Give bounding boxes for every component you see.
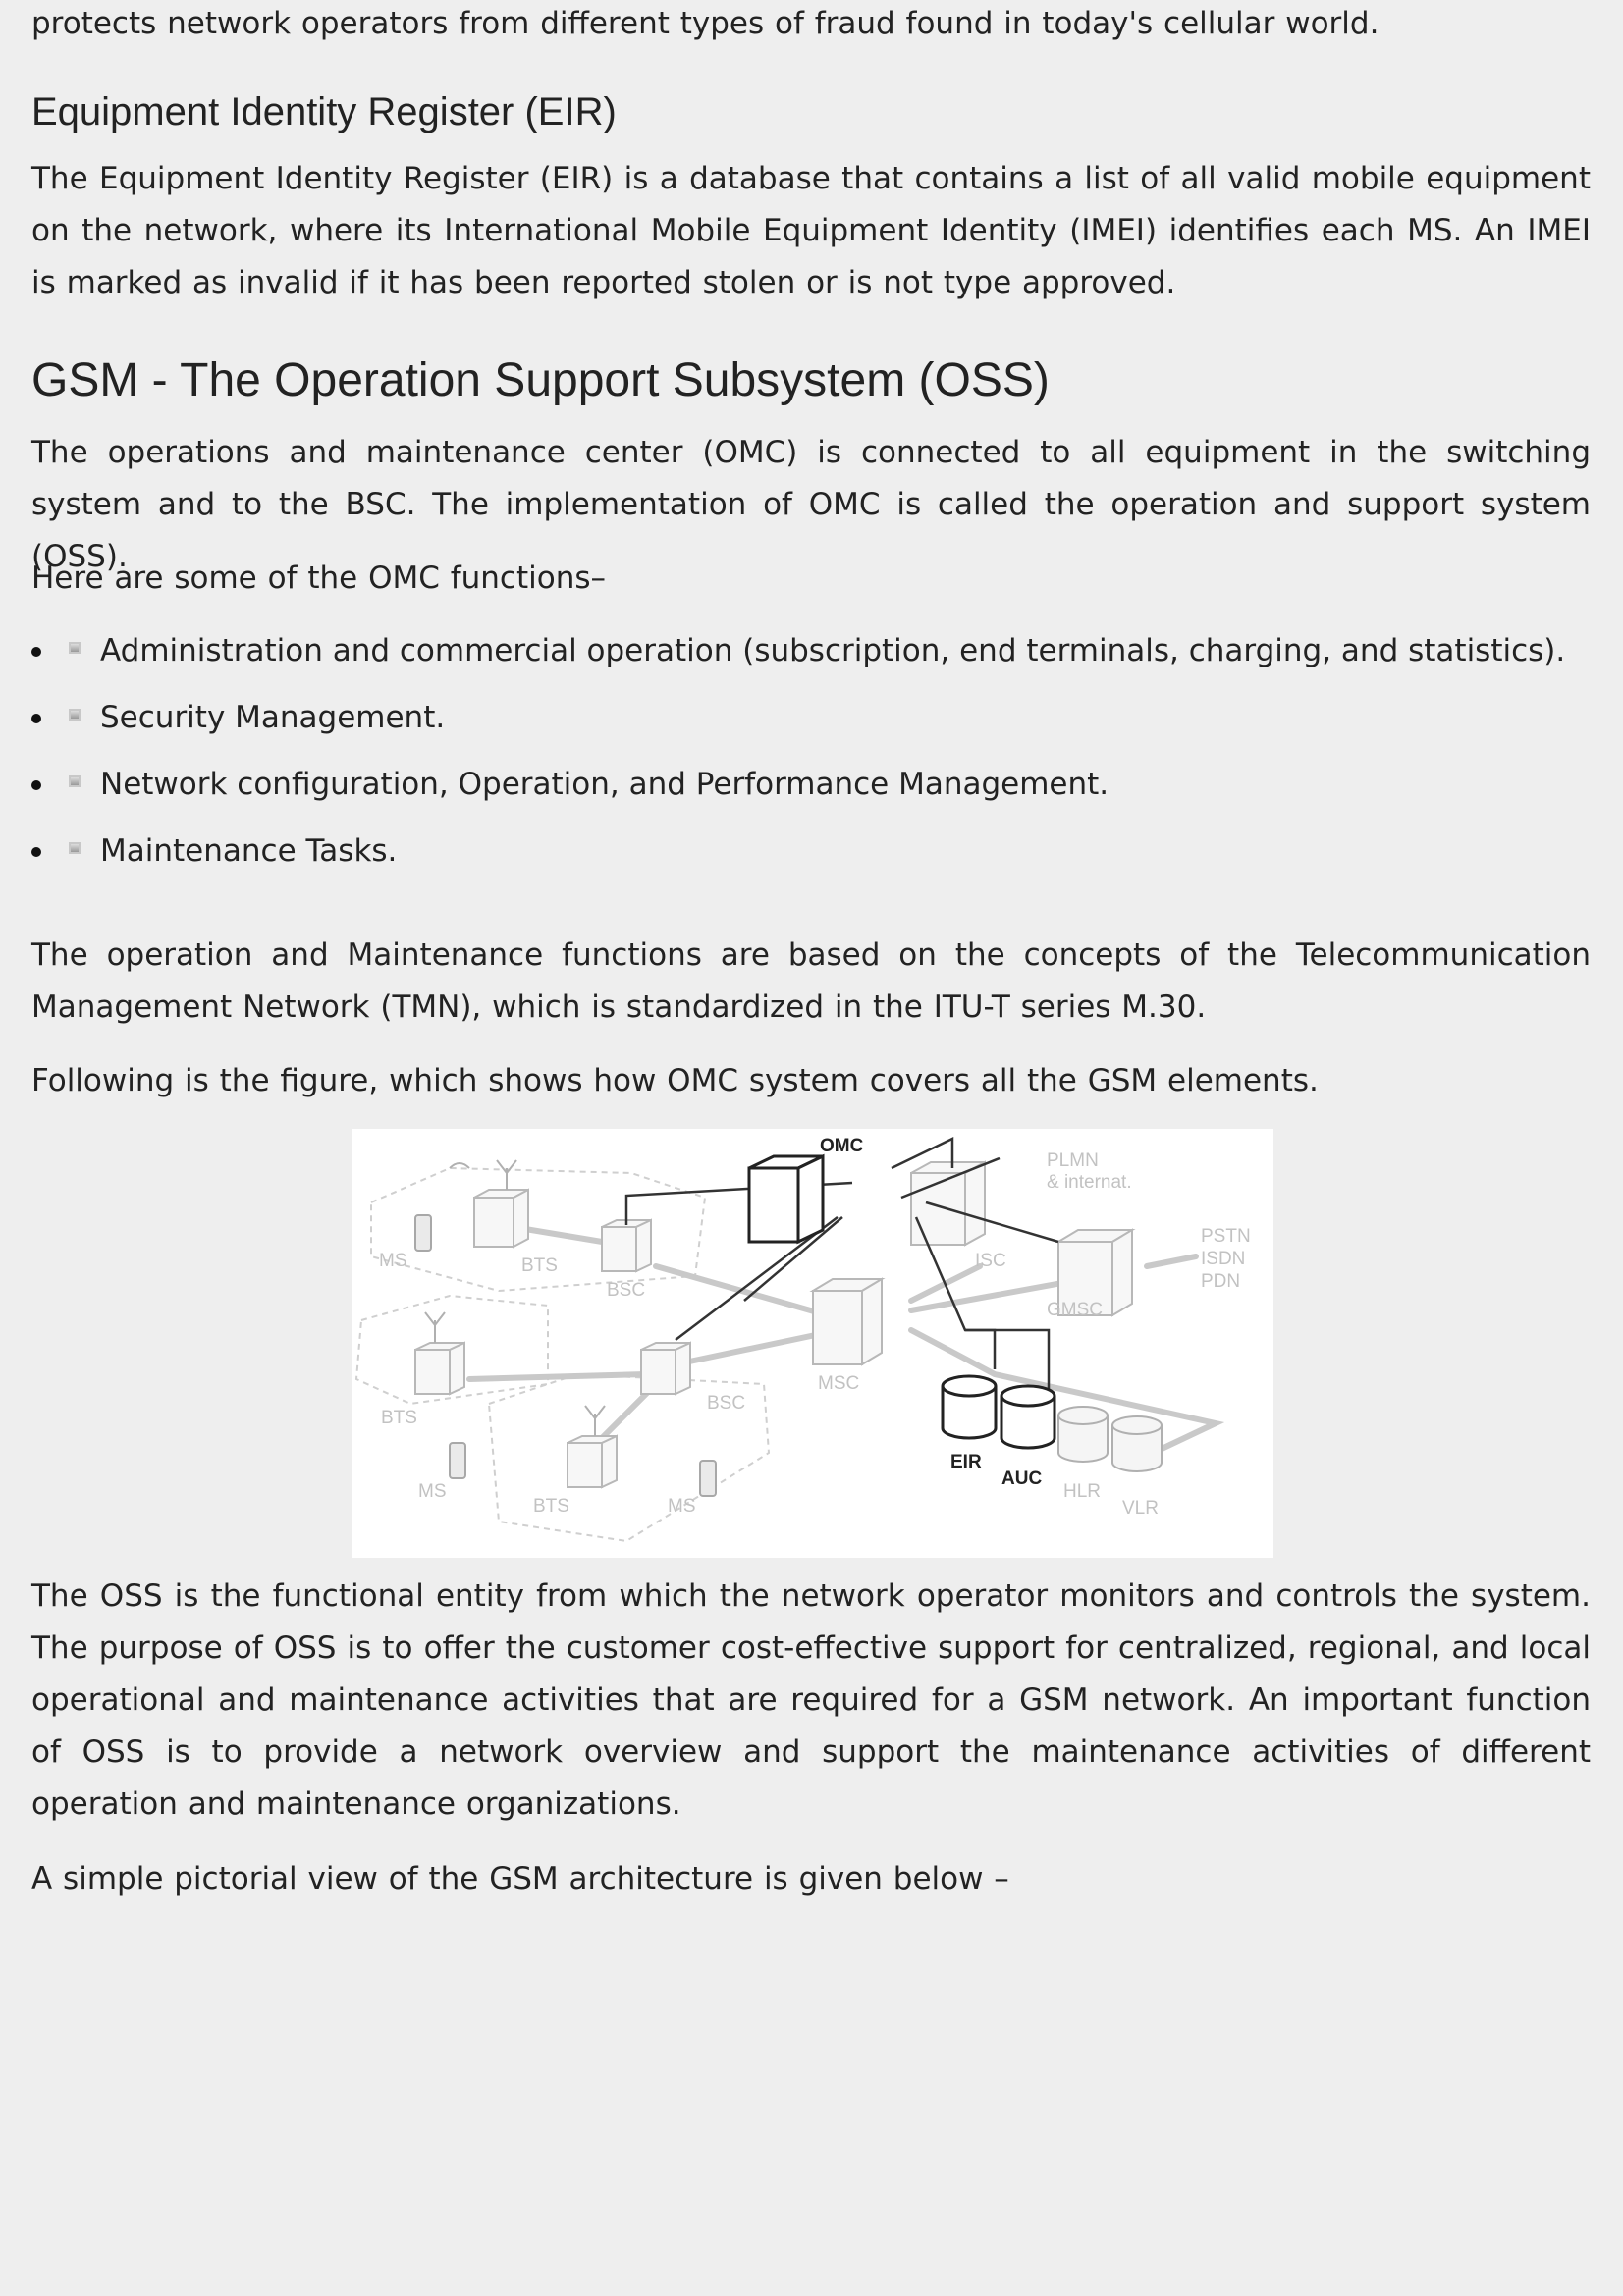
hlr-label: HLR [1063, 1481, 1101, 1502]
ms-bottom-label: MS [668, 1496, 696, 1517]
auc-label: AUC [1001, 1468, 1042, 1489]
list-item-text: Administration and commercial operation … [100, 633, 1566, 668]
pdn-label: PDN [1201, 1271, 1240, 1292]
bullet-icon [31, 780, 41, 790]
oss-paragraph-4: Following is the figure, which shows how… [31, 1063, 1319, 1098]
vlr-label: VLR [1122, 1498, 1159, 1519]
gmsc-label: GMSC [1047, 1300, 1103, 1320]
square-bullet-icon [69, 842, 81, 854]
oss-heading: GSM - The Operation Support Subsystem (O… [31, 354, 1050, 406]
oss-paragraph-1: The operations and maintenance center (O… [31, 435, 1591, 574]
bsc-mid-label: BSC [707, 1393, 745, 1414]
bullet-icon [31, 647, 41, 657]
msc-label: MSC [818, 1373, 859, 1394]
isc-label: ISC [975, 1251, 1006, 1271]
oss-paragraph-5: The OSS is the functional entity from wh… [31, 1578, 1591, 1822]
bts-left-label: BTS [381, 1408, 417, 1428]
internat-label: & internat. [1047, 1172, 1132, 1193]
oss-paragraph-3: The operation and Maintenance functions … [31, 937, 1591, 1025]
eir-paragraph: The Equipment Identity Register (EIR) is… [31, 161, 1591, 300]
oss-paragraph-6: A simple pictorial view of the GSM archi… [31, 1861, 1009, 1896]
intro-tail-text: protects network operators from differen… [31, 6, 1380, 41]
bullet-icon [31, 847, 41, 857]
omc-label: OMC [820, 1136, 864, 1156]
list-item-text: Network configuration, Operation, and Pe… [100, 767, 1109, 802]
ms-left-label: MS [418, 1481, 447, 1502]
list-item-text: Maintenance Tasks. [100, 833, 398, 869]
oss-paragraph-2: Here are some of the OMC functions– [31, 561, 606, 596]
eir-label: EIR [950, 1452, 982, 1472]
isdn-label: ISDN [1201, 1249, 1245, 1269]
bullet-icon [31, 714, 41, 723]
square-bullet-icon [69, 709, 81, 721]
omc-network-figure: MS BTS BSC BTS BSC MS BTS MS MSC ISC GMS… [352, 1129, 1273, 1558]
ms-top-label: MS [379, 1251, 407, 1271]
pstn-label: PSTN [1201, 1226, 1251, 1247]
bts-top-label: BTS [521, 1255, 558, 1276]
bsc-top-label: BSC [607, 1280, 645, 1301]
square-bullet-icon [69, 642, 81, 654]
plmn-label: PLMN [1047, 1150, 1099, 1171]
eir-heading: Equipment Identity Register (EIR) [31, 90, 617, 133]
list-item-text: Security Management. [100, 700, 446, 735]
bts-bottom-label: BTS [533, 1496, 569, 1517]
square-bullet-icon [69, 775, 81, 787]
